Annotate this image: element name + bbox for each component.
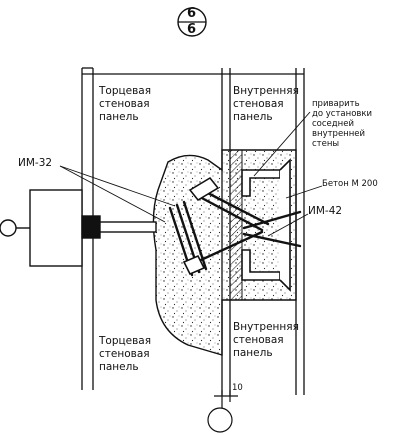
inner-panel-top-line2: стеновая [233, 98, 284, 110]
left-connector [0, 189, 157, 267]
leader-lines [59, 111, 323, 237]
inner-wall-hatch-left [229, 149, 243, 301]
section-mark-top: 6 [187, 6, 197, 21]
steel-channels [241, 158, 291, 292]
end-panel-top-line3: панель [99, 111, 139, 123]
embedded-plate [182, 176, 220, 276]
anchor-rods [168, 188, 302, 277]
weld-note-line1: приварить [312, 99, 360, 109]
weld-note-line4: внутренней [312, 129, 366, 139]
end-panel-bottom-line2: стеновая [99, 348, 150, 360]
inner-panel-top-line1: Внутренняя [233, 85, 299, 97]
end-panel-top-line2: стеновая [99, 98, 150, 110]
end-panel-bottom-line3: панель [99, 361, 139, 373]
dimension-10: 10 [232, 383, 243, 393]
end-panel-bottom-line1: Торцевая [99, 335, 152, 347]
inner-panel-bottom-line1: Внутренняя [233, 321, 299, 333]
end-panel-top-line1: Торцевая [99, 85, 152, 97]
weld-note-line3: соседней [312, 119, 354, 129]
inner-panel-bottom-line2: стеновая [233, 334, 284, 346]
concrete-label: Бетон М 200 [322, 179, 378, 189]
im32-label: ИМ-32 [18, 157, 53, 169]
weld-note-line2: до установки [312, 109, 373, 119]
bottom-dimension [207, 390, 238, 433]
section-mark-bottom: 6 [187, 22, 197, 37]
inner-panel-top-line3: панель [233, 111, 273, 123]
section-mark-circle [177, 7, 207, 37]
inner-panel-bottom-line3: панель [233, 347, 273, 359]
im42-label: ИМ-42 [308, 205, 343, 217]
weld-note-line5: стены [312, 139, 340, 149]
